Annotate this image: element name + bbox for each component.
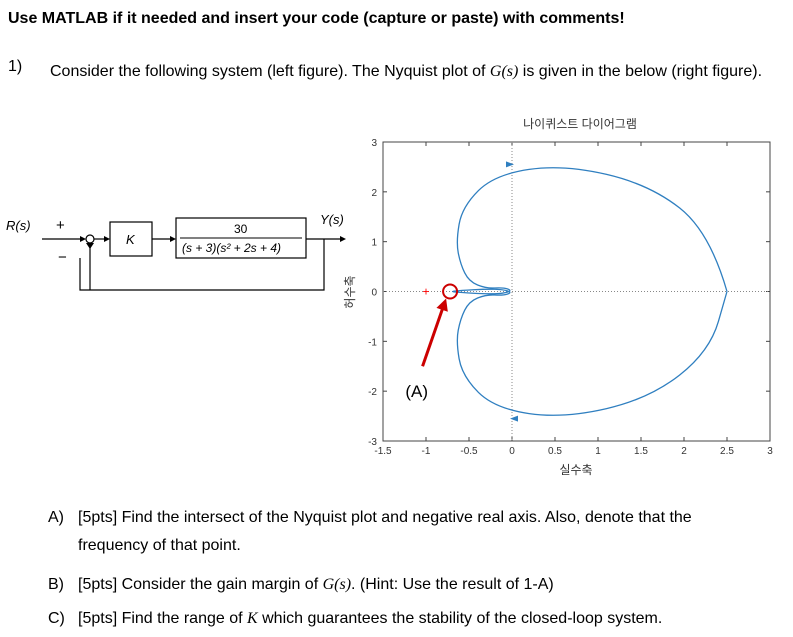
question-text: Consider the following system (left figu… <box>50 58 785 85</box>
y-tick-label: -2 <box>368 387 377 398</box>
subquestion-c-k: K <box>247 610 258 627</box>
x-ticks-group: -1.5 -1 -0.5 0 0.5 1 1.5 2 2.5 3 <box>374 142 773 457</box>
intersection-highlight <box>442 283 459 300</box>
x-tick-label: 2.5 <box>720 446 734 457</box>
g-of-s-math: G(s) <box>489 63 519 80</box>
x-tick-label: 2 <box>681 446 687 457</box>
y-tick-label: -1 <box>368 337 377 348</box>
plot-frame <box>382 141 771 442</box>
y-tick-label: 2 <box>371 188 377 199</box>
subquestion-a-continuation: frequency of that point. <box>78 537 241 554</box>
subquestion-c-text-before: [5pts] Find the range of <box>78 610 247 627</box>
y-tick-label: 0 <box>371 288 377 299</box>
axis-lines-group <box>383 142 770 441</box>
question-text-before: Consider the following system (left figu… <box>50 63 490 80</box>
x-tick-label: 1.5 <box>634 446 648 457</box>
tf-arrowhead <box>170 236 176 242</box>
question-number: 1) <box>8 58 23 75</box>
instruction-header: Use MATLAB if it needed and insert your … <box>8 10 625 27</box>
subquestion-c: C) [5pts] Find the range of K which guara… <box>48 605 662 633</box>
subquestion-b-text-before: [5pts] Consider the gain margin of <box>78 576 323 593</box>
output-arrowhead <box>340 236 346 242</box>
y-tick-label: -3 <box>368 437 377 448</box>
y-tick-label: 1 <box>371 238 377 249</box>
output-label: Y(s) <box>320 212 344 227</box>
nyquist-chart: 나이퀴스트 다이어그램 -1.5 -1 -0.5 0 0.5 1 1.5 2 2.5 3 3 2 1 0… <box>343 117 773 477</box>
minus-sign: − <box>58 249 67 266</box>
block-diagram: R(s) + − K 30 (s + 3)(s² + 2s + 4) Y(s) <box>6 212 346 291</box>
subquestion-b: B) [5pts] Consider the gain margin of G(s… <box>48 571 554 599</box>
subquestion-c-text-after: which guarantees the stability of the cl… <box>257 610 663 627</box>
arrow-upper <box>506 161 514 168</box>
plus-sign: + <box>56 217 65 234</box>
y-tick-label: 3 <box>371 138 377 149</box>
tf-numerator: 30 <box>234 222 248 236</box>
tf-denominator: (s + 3)(s² + 2s + 4) <box>182 241 281 255</box>
x-tick-label: 0 <box>509 446 515 457</box>
subquestion-a-label: A) <box>48 509 64 526</box>
x-tick-label: 3 <box>767 446 773 457</box>
subquestion-b-label: B) <box>48 576 64 593</box>
chart-title: 나이퀴스트 다이어그램 <box>523 117 637 131</box>
nyquist-curve <box>452 167 728 416</box>
critical-point-marker: + <box>422 285 429 299</box>
subquestion-b-g-of-s: G(s) <box>322 576 352 593</box>
y-axis-label: 허수축 <box>343 275 357 308</box>
input-arrowhead <box>80 236 86 242</box>
feedback-path <box>79 239 325 291</box>
subquestion-b-text-after: . (Hint: Use the result of 1-A) <box>351 576 554 593</box>
annotation-arrow <box>421 305 445 367</box>
y-ticks-group: 3 2 1 0 -1 -2 -3 <box>368 138 770 448</box>
x-tick-label: 0.5 <box>548 446 562 457</box>
direction-arrows <box>506 161 518 422</box>
annotation-label: (A) <box>405 382 428 401</box>
x-tick-label: -1 <box>422 446 431 457</box>
k-arrowhead <box>104 236 110 242</box>
gain-label: K <box>126 232 136 247</box>
subquestion-c-label: C) <box>48 610 65 627</box>
annotation-arrowhead <box>436 298 448 312</box>
input-label: R(s) <box>6 218 31 233</box>
x-tick-label: 1 <box>595 446 601 457</box>
arrow-lower <box>510 415 518 422</box>
x-tick-label: -0.5 <box>460 446 478 457</box>
x-tick-label: -1.5 <box>374 446 392 457</box>
summing-junction <box>85 234 95 244</box>
subquestion-a-text: [5pts] Find the intersect of the Nyquist… <box>78 509 692 526</box>
subquestion-a: A) [5pts] Find the intersect of the Nyqui… <box>48 504 692 560</box>
question-text-after: is given in the below (right figure). <box>518 63 763 80</box>
x-axis-label: 실수축 <box>559 463 592 477</box>
